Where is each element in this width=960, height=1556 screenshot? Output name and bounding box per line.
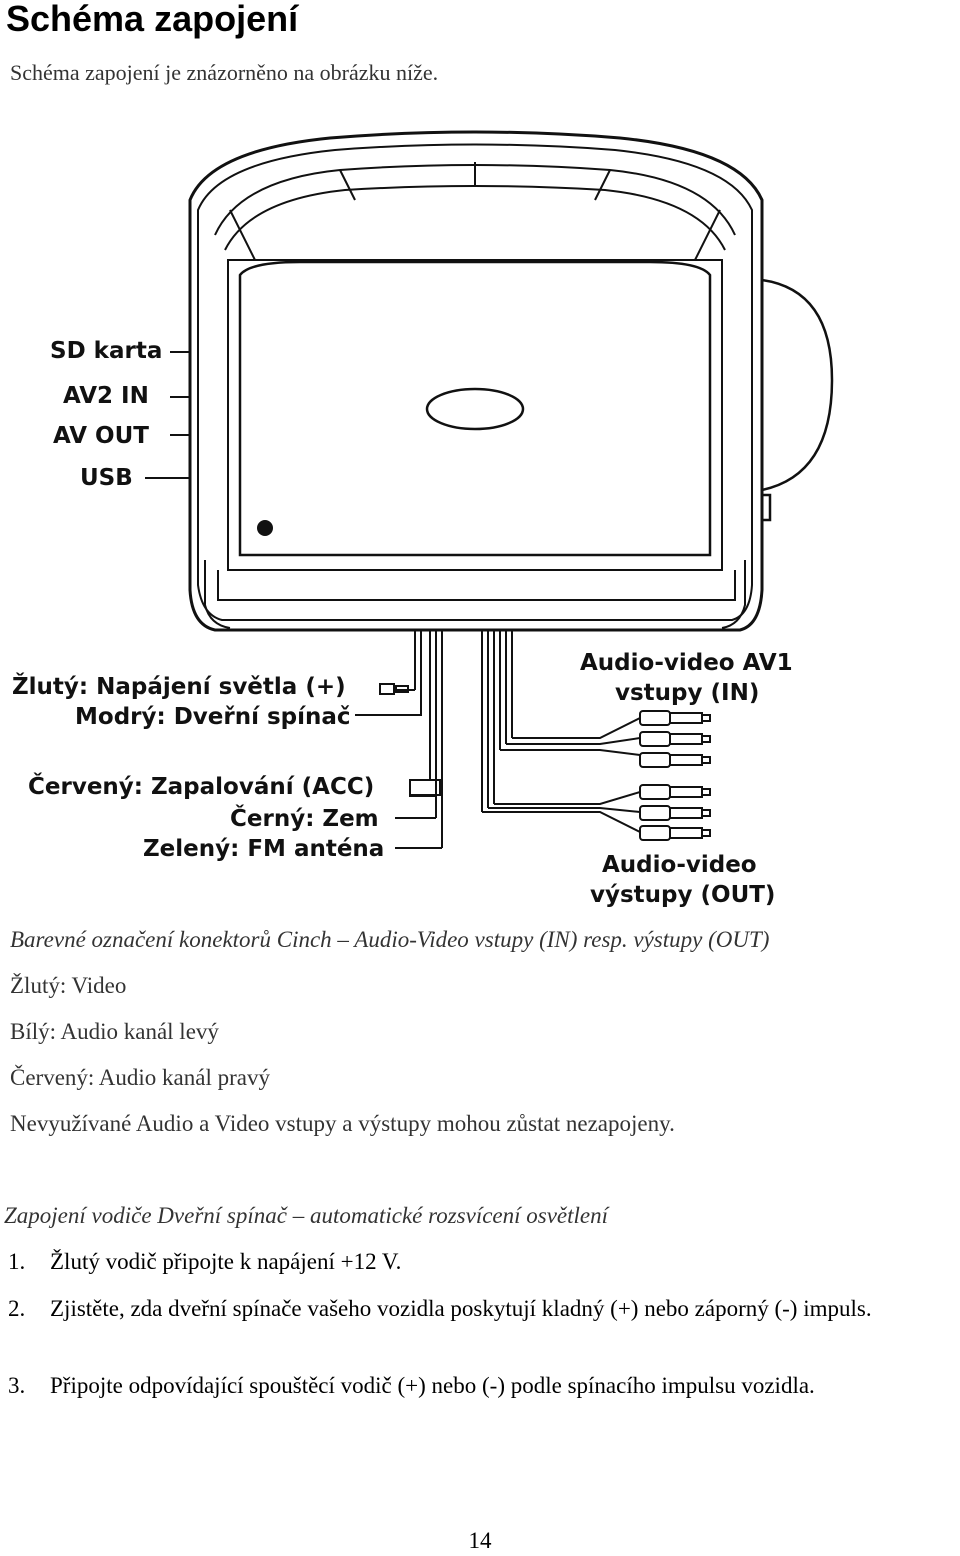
- av-out-label: AV OUT: [53, 423, 149, 449]
- av-in-label-1: Audio-video AV1: [580, 650, 793, 676]
- cable-bundle: [355, 630, 641, 849]
- av2-in-label: AV2 IN: [63, 383, 149, 409]
- step-text: Žlutý vodič připojte k napájení +12 V.: [50, 1249, 402, 1274]
- page-heading: Schéma zapojení: [6, 0, 299, 39]
- black-wire-label: Černý: Zem: [230, 804, 379, 832]
- green-wire-label: Zelený: FM anténa: [143, 836, 384, 862]
- red-audio-text: Červený: Audio kanál pravý: [10, 1065, 270, 1090]
- step-item: 1. Žlutý vodič připojte k napájení +12 V…: [8, 1246, 960, 1277]
- wiring-diagram: SD karta AV2 IN AV OUT USB: [12, 130, 834, 908]
- side-port-markers: [145, 345, 191, 495]
- av-in-label-2: vstupy (IN): [615, 680, 759, 706]
- yellow-wire-label: Žlutý: Napájení světla (+): [12, 672, 346, 700]
- step-text: Zjistěte, zda dveřní spínače vašeho vozi…: [50, 1296, 872, 1321]
- yellow-video-text: Žlutý: Video: [10, 973, 127, 998]
- usb-label: USB: [80, 465, 133, 491]
- rca-in-connectors: [639, 710, 711, 768]
- step-item: 2. Zjistěte, zda dveřní spínače vašeho v…: [8, 1293, 960, 1324]
- monitor-housing: [188, 130, 764, 632]
- red-wire-label: Červený: Zapalování (ACC): [28, 772, 374, 800]
- step-number: 2.: [8, 1296, 26, 1321]
- step-number: 1.: [8, 1249, 26, 1274]
- step-item: 3. Připojte odpovídající spouštěcí vodič…: [8, 1370, 960, 1401]
- unused-note-text: Nevyužívané Audio a Video vstupy a výstu…: [10, 1111, 675, 1136]
- av-out-label-2: výstupy (OUT): [590, 882, 775, 908]
- sd-card-label: SD karta: [50, 338, 162, 364]
- rca-out-connectors: [639, 784, 711, 841]
- left-port-labels: SD karta AV2 IN AV OUT USB: [50, 338, 162, 491]
- step-number: 3.: [8, 1373, 26, 1398]
- connector-colors-heading: Barevné označení konektorů Cinch – Audio…: [10, 927, 770, 952]
- intro-text: Schéma zapojení je znázorněno na obrázku…: [10, 60, 439, 85]
- av-out-label-1: Audio-video: [602, 852, 757, 878]
- indicator-dot: [257, 520, 273, 536]
- wire-labels: Žlutý: Napájení světla (+) Modrý: Dveřní…: [12, 650, 793, 908]
- white-audio-text: Bílý: Audio kanál levý: [10, 1019, 219, 1044]
- step-text: Připojte odpovídající spouštěcí vodič (+…: [50, 1373, 815, 1398]
- blue-wire-label: Modrý: Dveřní spínač: [75, 704, 351, 730]
- disc: [761, 278, 834, 522]
- door-switch-heading: Zapojení vodiče Dveřní spínač – automati…: [4, 1203, 609, 1228]
- page-number: 14: [468, 1528, 492, 1553]
